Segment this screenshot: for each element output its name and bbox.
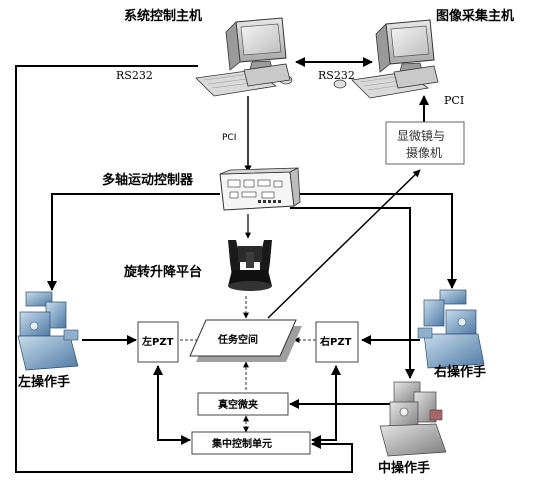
central-control-box: 集中控制单元	[191, 431, 311, 455]
connection-lines	[15, 57, 457, 473]
left-pzt-box: 左PZT	[137, 321, 179, 363]
right-manipulator-image	[417, 289, 485, 369]
system-host-computer-icon	[195, 17, 293, 97]
task-space: 任务空间	[189, 319, 302, 362]
camera-label-line1: 显微镜与	[397, 128, 445, 143]
motion-controller-label: 多轴运动控制器	[102, 172, 194, 188]
rs232-right-label: RS232	[318, 69, 355, 82]
left-manipulator-label: 左操作手	[18, 374, 70, 390]
vacuum-gripper-box: 真空微夹	[197, 392, 289, 416]
rotary-platform-label: 旋转升降平台	[123, 264, 202, 280]
right-manipulator-label: 右操作手	[433, 364, 486, 380]
rs232-left-label: RS232	[116, 69, 153, 82]
left-pzt-label: 左PZT	[141, 335, 174, 348]
system-host-label: 系统控制主机	[124, 8, 202, 24]
right-pzt-box: 右PZT	[315, 321, 359, 363]
task-space-label: 任务空间	[217, 333, 258, 346]
image-host-computer-icon	[333, 19, 439, 99]
camera-label-line2: 摄像机	[406, 145, 442, 160]
microscope-camera-box: 显微镜与 摄像机	[385, 121, 465, 165]
pci-right-label: PCI	[444, 94, 464, 107]
middle-manipulator-label: 中操作手	[378, 460, 430, 476]
right-pzt-label: 右PZT	[319, 335, 352, 348]
pci-left-label: PCI	[222, 133, 236, 143]
rotary-lift-platform-image	[228, 240, 272, 291]
image-host-label: 图像采集主机	[436, 8, 514, 24]
vacuum-gripper-label: 真空微夹	[218, 398, 258, 411]
middle-manipulator-image	[379, 381, 447, 457]
left-manipulator-image	[17, 291, 79, 371]
central-control-label: 集中控制单元	[211, 437, 272, 450]
motion-controller-card-icon	[219, 167, 301, 211]
